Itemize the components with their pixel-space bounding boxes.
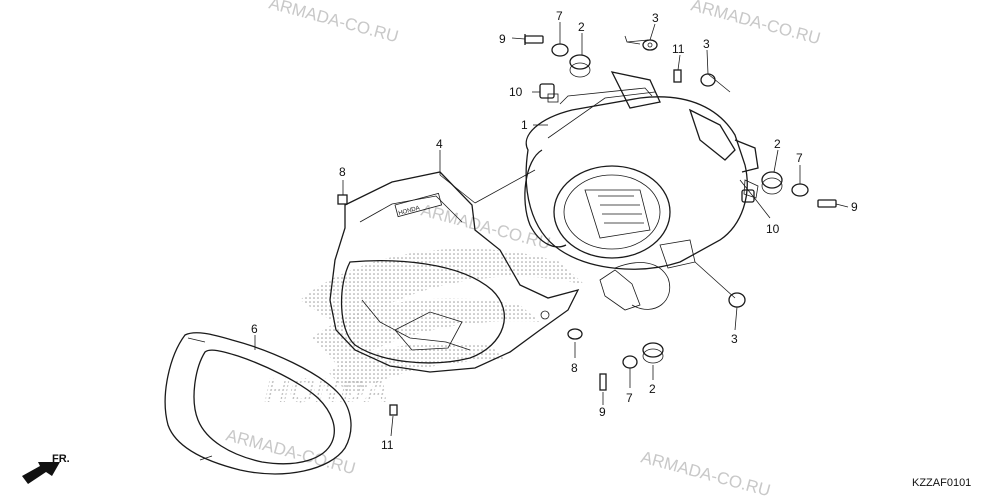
headlight-assembly: [524, 71, 759, 311]
callout-9-top: 9: [499, 32, 506, 46]
callout-7-bottom: 7: [626, 391, 633, 405]
callout-4: 4: [436, 137, 443, 151]
grommet-bottom: [642, 342, 664, 364]
grommet-right: [761, 171, 783, 195]
callout-3-top-right: 3: [703, 37, 710, 51]
callout-7-top: 7: [556, 9, 563, 23]
trim-ring: [164, 332, 352, 475]
callout-11-top: 11: [672, 42, 685, 56]
callout-8-bottom: 8: [571, 361, 578, 375]
bolt-right: [817, 199, 837, 208]
callout-11-bottom: 11: [381, 438, 394, 452]
callout-10-top: 10: [509, 85, 523, 99]
callout-8-left: 8: [339, 165, 346, 179]
callout-numbers: 9 7 2 3 11 3 10 1 2 7 9 10 8 4 6 3 8 2 9…: [251, 9, 858, 452]
leader-lines: [254, 22, 849, 437]
grommet-nut-top-right: [700, 73, 716, 87]
headlight-cover: HONDA: [329, 171, 580, 373]
fasteners: [337, 34, 837, 416]
callout-2-top: 2: [578, 20, 585, 34]
callout-2-right: 2: [774, 137, 781, 151]
callout-6: 6: [251, 322, 258, 336]
callout-9-right: 9: [851, 200, 858, 214]
washer-right: [791, 183, 809, 197]
screw-bottom-left: [389, 404, 398, 416]
drawing-code: KZZAF0101: [912, 477, 971, 489]
brand-logo-text: HONDA: [261, 372, 394, 410]
callout-3-bottom: 3: [731, 332, 738, 346]
callout-10-right: 10: [766, 222, 780, 236]
callout-1: 1: [521, 118, 528, 132]
washer-top: [551, 43, 569, 57]
screw-bottom-center: [567, 328, 583, 340]
callout-9-bottom: 9: [599, 405, 606, 419]
grommet-nut-top: [642, 39, 658, 51]
watermark-bottom-right: ARMADA-CO.RU: [639, 448, 773, 500]
watermark-center: ARMADA-CO.RU: [419, 201, 553, 254]
washer-bottom: [622, 355, 638, 369]
watermark-top-left: ARMADA-CO.RU: [267, 0, 401, 46]
cover-marking: HONDA: [398, 206, 420, 217]
front-direction-label: FR.: [52, 453, 70, 465]
callout-7-right: 7: [796, 151, 803, 165]
clip-top: [539, 83, 555, 99]
callout-2-bottom: 2: [649, 382, 656, 396]
screw-top: [673, 69, 682, 83]
bolt-bottom: [599, 373, 607, 391]
bolt-top: [524, 34, 544, 45]
brand-wing-logo: HONDA: [261, 248, 585, 410]
watermarks: ARMADA-CO.RU ARMADA-CO.RU ARMADA-CO.RU A…: [224, 0, 823, 500]
front-direction-arrow: FR.: [22, 453, 70, 484]
callout-3-top: 3: [652, 11, 659, 25]
screw-left: [337, 194, 348, 205]
grommet-top: [569, 54, 591, 78]
